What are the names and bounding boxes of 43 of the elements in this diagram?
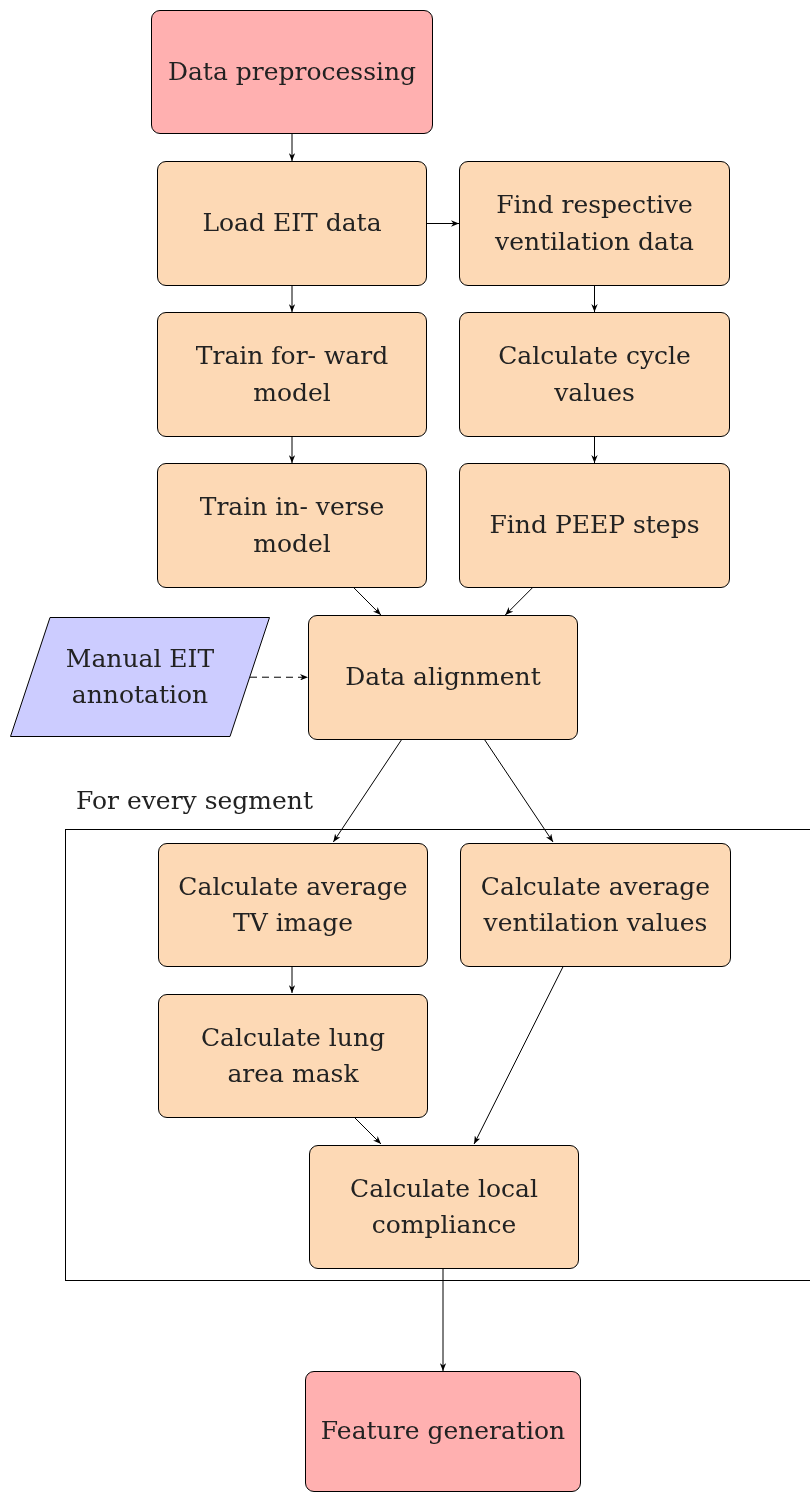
- box-text: Calculate average TV image: [177, 870, 409, 939]
- process-box: [459, 463, 730, 588]
- arrow: [473, 965, 564, 1145]
- process-box: [305, 1371, 581, 1492]
- process-box: [158, 843, 428, 967]
- arrow: [288, 965, 296, 994]
- arrow: [288, 133, 296, 162]
- frame-heading: For every segment: [76, 786, 313, 815]
- arrow: [353, 587, 382, 616]
- process-box: [157, 161, 427, 286]
- box-text: Calculate cycle values: [497, 340, 692, 409]
- arrow: [353, 1116, 382, 1145]
- box-text: Feature generation: [320, 1415, 566, 1448]
- input-text: Manual EIT annotation: [65, 642, 215, 711]
- box-text: Data preprocessing: [167, 55, 417, 88]
- process-box: [158, 994, 428, 1118]
- box-text: Train for- ward model: [194, 340, 390, 409]
- box-text: Find PEEP steps: [489, 509, 700, 542]
- arrow: [439, 1267, 447, 1372]
- process-box: [459, 161, 730, 286]
- process-box: [309, 1145, 579, 1269]
- process-box: [459, 312, 730, 437]
- arrow: [332, 739, 402, 843]
- arrow: [504, 587, 533, 616]
- box-text: Train in- verse model: [198, 491, 386, 560]
- process-box: [308, 615, 578, 740]
- arrow: [288, 285, 296, 313]
- process-box: [151, 10, 433, 134]
- process-box: [157, 312, 427, 437]
- process-box: [460, 843, 731, 967]
- box-text: Data alignment: [345, 661, 541, 694]
- arrow: [249, 674, 309, 681]
- box-text: Load EIT data: [202, 207, 382, 240]
- box-text: Calculate average ventilation values: [479, 870, 712, 939]
- box-text: Find respective ventilation data: [494, 189, 695, 258]
- arrow: [591, 285, 598, 313]
- process-box: [157, 463, 427, 588]
- arrow: [484, 739, 554, 843]
- arrow: [426, 220, 460, 227]
- arrow: [288, 436, 296, 464]
- box-text: Calculate local compliance: [349, 1172, 539, 1241]
- arrow: [591, 436, 598, 464]
- box-text: Calculate lung area mask: [200, 1021, 386, 1090]
